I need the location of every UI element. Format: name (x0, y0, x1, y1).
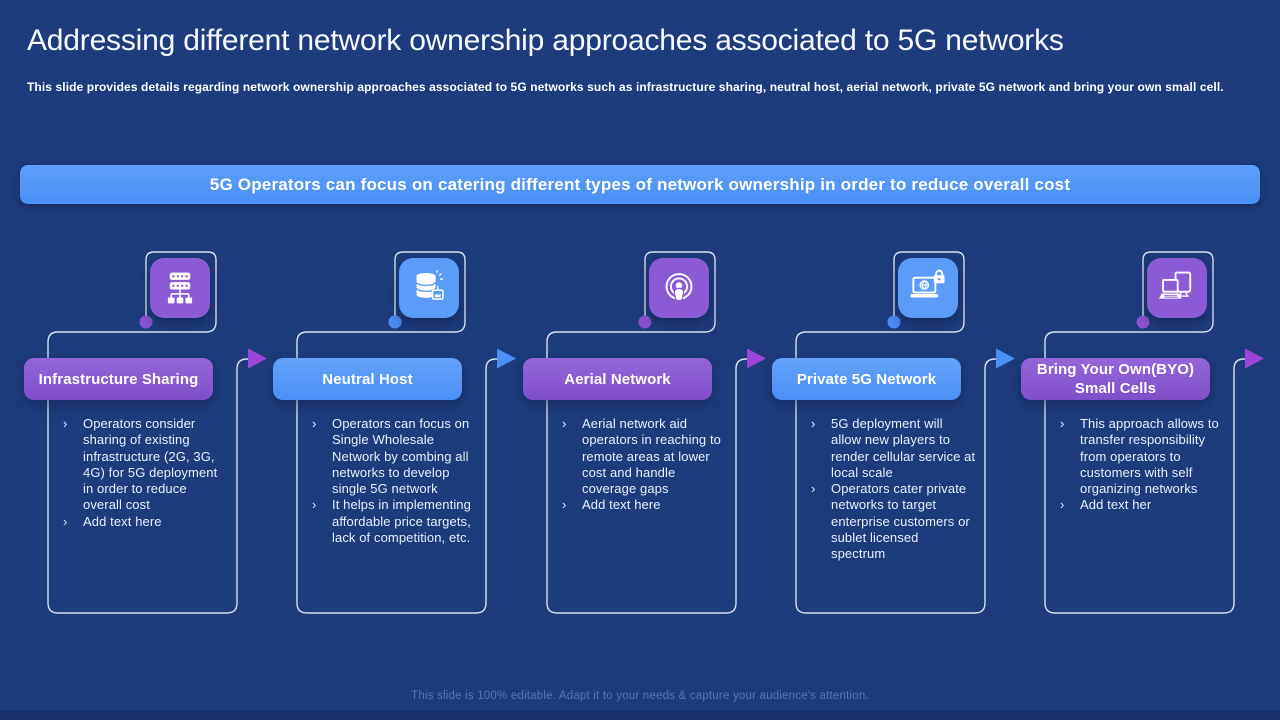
bullet-list: › Aerial network aid operators in reachin… (561, 416, 727, 514)
flow-dot (139, 315, 153, 329)
connector-outline (1044, 251, 1264, 614)
approach-column: Private 5G Network › 5G deployment will a… (772, 250, 1022, 620)
bullet-item: › Operators cater private networks to tar… (810, 481, 976, 562)
footer-note: This slide is 100% editable. Adapt it to… (411, 690, 869, 702)
page-title: Addressing different network ownership a… (27, 24, 1064, 57)
flow-arrow-icon (1245, 348, 1264, 369)
flow-dot (1136, 315, 1150, 329)
dual-device-icon[interactable] (1147, 258, 1207, 318)
bullet-list: › Operators consider sharing of existing … (62, 416, 228, 530)
bullet-text: Aerial network aid operators in reaching… (582, 416, 721, 497)
connector-outline (795, 251, 1015, 614)
flow-dot (638, 315, 652, 329)
bullet-item: › Aerial network aid operators in reachin… (561, 416, 727, 497)
bullet-chevron-icon: › (312, 497, 317, 513)
flow-arrow-icon (747, 348, 766, 369)
bullet-chevron-icon: › (811, 416, 816, 431)
approach-title-button[interactable]: Infrastructure Sharing (24, 358, 213, 400)
bullet-text: 5G deployment will allow new players to … (831, 416, 976, 480)
bullet-item: › Operators can focus on Single Wholesale… (311, 416, 477, 497)
bullet-chevron-icon: › (562, 497, 567, 513)
approach-column: Neutral Host › Operators can focus on Sin… (273, 250, 523, 620)
flow-dot (887, 315, 901, 329)
bullet-text: This approach allows to transfer respons… (1080, 416, 1219, 497)
bullet-list: › This approach allows to transfer respon… (1059, 416, 1225, 514)
bullet-item: › 5G deployment will allow new players to… (810, 416, 976, 481)
connector-outline (47, 251, 267, 614)
slide-subtitle: This slide provides details regarding ne… (27, 80, 1224, 94)
bullet-text: It helps in implementing affordable pric… (332, 497, 471, 546)
bullet-chevron-icon: › (312, 416, 317, 431)
approach-title: Aerial Network (564, 370, 671, 388)
connector-outline (296, 251, 516, 614)
bullet-text: Operators can focus on Single Wholesale … (332, 416, 470, 497)
bullet-item: › Operators consider sharing of existing … (62, 416, 228, 514)
bullet-text: Add text here (83, 513, 162, 529)
bullet-chevron-icon: › (1060, 416, 1065, 431)
bottom-accent-bar (0, 710, 1280, 720)
secure-laptop-icon[interactable] (898, 258, 958, 318)
bullet-item: › Add text here (62, 514, 228, 530)
bullet-text: Add text her (1080, 497, 1152, 513)
approach-title-button[interactable]: Bring Your Own(BYO) Small Cells (1021, 358, 1210, 400)
approach-column: Aerial Network › Aerial network aid opera… (523, 250, 773, 620)
approach-column: Infrastructure Sharing › Operators consid… (24, 250, 274, 620)
flow-arrow-icon (248, 348, 267, 369)
bullet-text: Operators cater private networks to targ… (831, 481, 970, 562)
bullet-chevron-icon: › (562, 416, 567, 431)
connector-outline (546, 251, 766, 614)
bullet-chevron-icon: › (63, 513, 68, 529)
bullet-text: Add text here (582, 497, 661, 513)
bullet-item: › Add text her (1059, 497, 1225, 513)
bullet-list: › Operators can focus on Single Wholesale… (311, 416, 477, 546)
server-rack-network-icon[interactable] (150, 258, 210, 318)
approach-title: Private 5G Network (796, 370, 937, 388)
bullet-item: › It helps in implementing affordable pri… (311, 497, 477, 546)
bullet-item: › Add text here (561, 497, 727, 513)
approach-title: Infrastructure Sharing (38, 370, 199, 388)
bullet-chevron-icon: › (1060, 497, 1065, 513)
approach-title-button[interactable]: Aerial Network (523, 358, 712, 400)
key-message-text: 5G Operators can focus on catering diffe… (209, 174, 1071, 194)
approach-title-button[interactable]: Private 5G Network (772, 358, 961, 400)
approach-column: Bring Your Own(BYO) Small Cells › This ap… (1021, 250, 1271, 620)
bullet-list: › 5G deployment will allow new players to… (810, 416, 976, 563)
bullet-chevron-icon: › (811, 481, 816, 497)
podcast-broadcast-icon[interactable] (649, 258, 709, 318)
bullet-item: › This approach allows to transfer respon… (1059, 416, 1225, 497)
flow-arrow-icon (996, 348, 1015, 369)
bullet-chevron-icon: › (63, 416, 68, 431)
approach-title: Neutral Host (322, 370, 413, 388)
approach-title: Bring Your Own(BYO) Small Cells (1036, 361, 1195, 397)
approach-title-button[interactable]: Neutral Host (273, 358, 462, 400)
bullet-text: Operators consider sharing of existing i… (83, 416, 218, 513)
flow-dot (388, 315, 402, 329)
database-host-icon[interactable] (399, 258, 459, 318)
flow-arrow-icon (497, 348, 516, 369)
key-message-banner[interactable]: 5G Operators can focus on catering diffe… (20, 165, 1260, 204)
